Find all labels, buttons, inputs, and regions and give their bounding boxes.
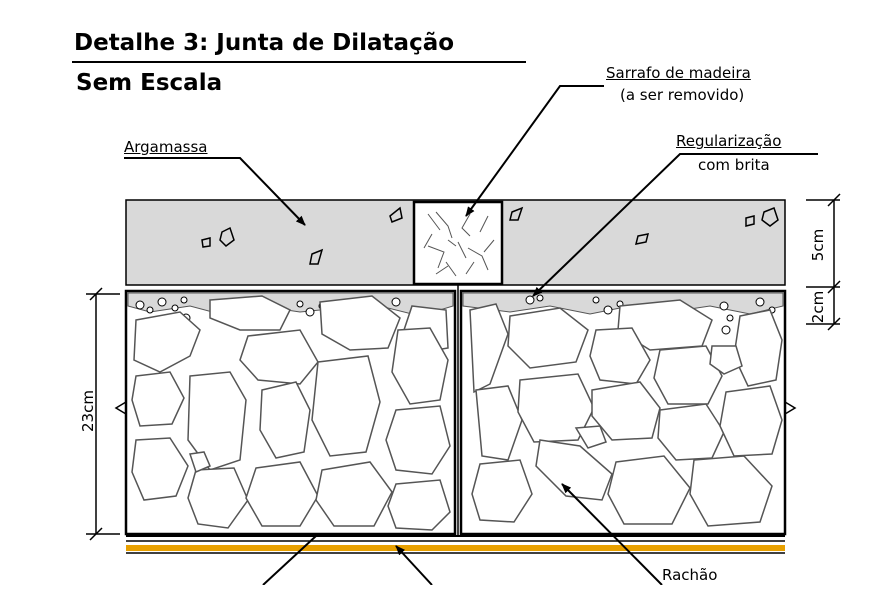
stones-right	[469, 299, 783, 527]
leader-bottom-1	[262, 535, 317, 586]
stones-left	[131, 295, 451, 531]
yellow-layer	[126, 545, 785, 551]
label-sarrafo: Sarrafo de madeira	[606, 64, 751, 82]
dimension-23cm	[86, 287, 120, 541]
leader-regularizacao	[532, 153, 818, 297]
dimension-label-23cm: 23cm	[79, 390, 97, 432]
dimension-label-2cm: 2cm	[809, 290, 827, 324]
leader-argamassa	[124, 157, 306, 226]
mortar-stones	[201, 206, 779, 265]
break-mark-right	[784, 394, 797, 422]
dimension-right	[806, 193, 841, 331]
title-line1: Detalhe 3: Junta de Dilatação	[74, 30, 455, 56]
label-regularizacao: Regularização	[676, 132, 782, 150]
label-sarrafo-sub: (a ser removido)	[620, 86, 745, 104]
label-rachao: Rachão	[662, 566, 718, 584]
sarrafo-block	[412, 200, 504, 286]
dimension-label-5cm: 5cm	[809, 228, 827, 262]
leader-lines	[124, 85, 818, 586]
break-mark-left	[114, 394, 127, 422]
title-line2: Sem Escala	[76, 70, 223, 96]
label-argamassa: Argamassa	[124, 138, 208, 156]
leader-bottom-2	[395, 545, 433, 586]
leader-sarrafo	[465, 85, 604, 217]
leader-rachao	[561, 483, 663, 586]
label-regularizacao-sub: com brita	[698, 156, 770, 174]
